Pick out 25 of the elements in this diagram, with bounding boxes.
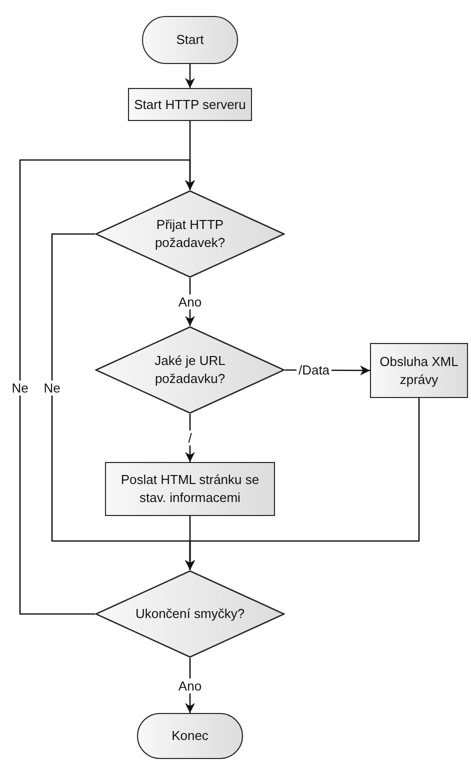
arrow xyxy=(19,159,195,615)
terminal-shape xyxy=(137,713,243,759)
process-box xyxy=(105,462,275,516)
edge-label: Ne xyxy=(10,380,30,396)
edge-label: Ne xyxy=(42,380,62,396)
arrow xyxy=(185,398,420,570)
process-box xyxy=(370,343,468,398)
edge-label: /Data xyxy=(296,362,332,378)
arrow xyxy=(185,64,195,88)
node-text: Jaké je URL požadavku? xyxy=(154,352,226,388)
node-text: Konec xyxy=(172,727,208,745)
decision-diamond xyxy=(95,326,285,414)
terminal-shape xyxy=(142,16,238,64)
node-text: Ukončení smyčky? xyxy=(135,605,245,623)
edge-label: Ano xyxy=(176,678,204,694)
decision-diamond xyxy=(95,570,285,658)
decision-diamond xyxy=(95,190,285,278)
node-text: Poslat HTML stránku se stav. informacemi xyxy=(120,471,260,507)
node-text: Obsluha XML zprávy xyxy=(378,352,460,388)
node-text: Start xyxy=(176,31,204,49)
node-text: Přijat HTTP požadavek? xyxy=(154,216,226,252)
edge-label: Ano xyxy=(176,294,204,310)
edge-label: / xyxy=(186,430,194,446)
node-text: Start HTTP serveru xyxy=(134,96,246,114)
process-box xyxy=(128,88,252,121)
